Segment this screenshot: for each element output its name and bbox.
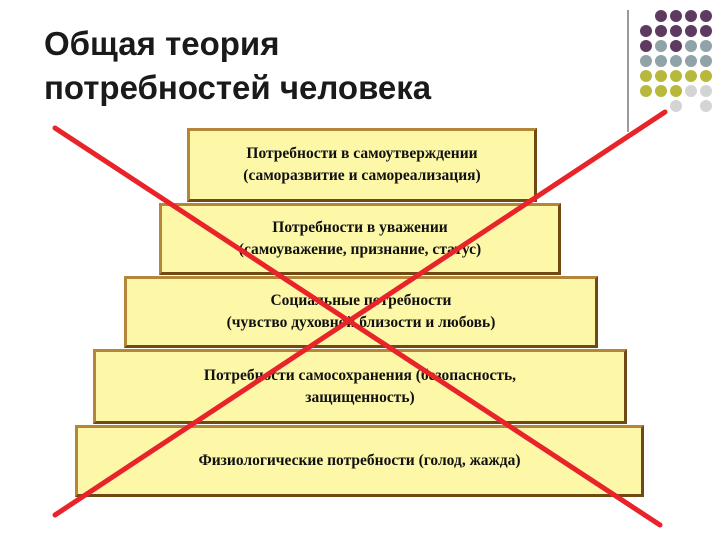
decorative-dot [700,100,712,112]
level-label-line-1: Потребности в уважении [272,219,448,236]
level-label-line-2: защищенность) [305,388,415,406]
decorative-dot [700,55,712,67]
decorative-dot [685,70,697,82]
decorative-dot [685,10,697,22]
decorative-dot [670,70,682,82]
decorative-dot [655,55,667,67]
decorative-dot [685,40,697,52]
decorative-dot [700,10,712,22]
decorative-dot [655,85,667,97]
level-label-line-1: Потребности в самоутверждении [246,145,478,162]
level-label-line-1: Потребности самосохранения (безопасность… [203,366,517,384]
level-label-line-2: (самоуважение, признание, статус) [238,241,482,258]
decorative-dot [640,55,652,67]
slide-title-line-1: Общая теория [44,25,280,62]
level-label-line-2: (саморазвитие и самореализация) [243,167,481,184]
decorative-dot [670,10,682,22]
decorative-dot [640,85,652,97]
decorative-dot [700,40,712,52]
decorative-dot [670,85,682,97]
decorative-dot-grid [640,10,716,130]
pyramid-level-physiological: Физиологические потребности (голод, жажд… [75,425,644,497]
decorative-dot [655,40,667,52]
pyramid-level-esteem: Потребности в уважении (самоуважение, пр… [159,203,561,275]
level-label-line-1: Социальные потребности [270,292,452,309]
decorative-dot [670,100,682,112]
decorative-divider [627,10,629,132]
slide-title: Общая теория потребностей человека [44,22,564,110]
pyramid-level-social: Социальные потребности (чувство духовной… [124,276,598,348]
decorative-dot [655,70,667,82]
slide-title-line-2: потребностей человека [44,69,432,106]
decorative-dot [670,25,682,37]
decorative-dot [640,40,652,52]
decorative-dot [655,25,667,37]
level-label-line-1: Физиологические потребности (голод, жажд… [198,452,521,469]
decorative-dot [700,70,712,82]
decorative-dot [685,55,697,67]
pyramid-level-self-actualization: Потребности в самоутверждении (саморазви… [187,128,537,202]
decorative-dot [640,70,652,82]
pyramid-level-safety: Потребности самосохранения (безопасность… [93,349,627,424]
decorative-dot [685,85,697,97]
decorative-dot [670,55,682,67]
decorative-dot [700,85,712,97]
decorative-dot [640,25,652,37]
level-label-line-2: (чувство духовной близости и любовь) [226,314,496,331]
decorative-dot [670,40,682,52]
decorative-dot [655,10,667,22]
decorative-dot [700,25,712,37]
decorative-dot [685,25,697,37]
